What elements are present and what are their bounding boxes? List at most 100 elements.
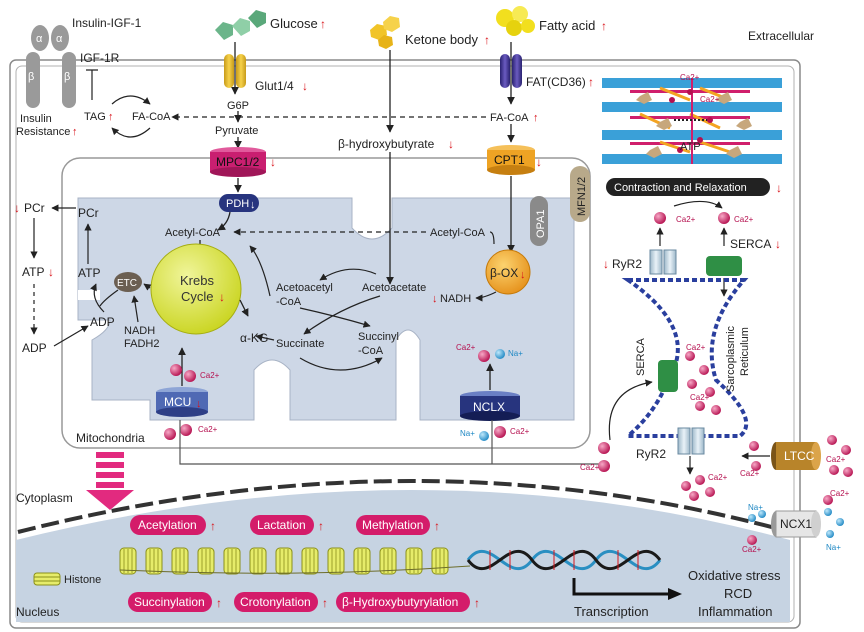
na-label: Na+ <box>460 429 475 438</box>
na-ion-icon <box>479 431 489 441</box>
fat-cd36-up-icon: ↑ <box>588 75 594 89</box>
igf1r-inhibit-line <box>86 69 98 100</box>
ca2-label: Ca2+ <box>676 215 696 224</box>
fat-cd36-label: FAT(CD36) <box>526 75 586 89</box>
ca-ion-icon <box>718 212 730 224</box>
rcd-label: RCD <box>724 586 752 601</box>
acetyl-coa-right-label: Acetyl-CoA <box>430 227 486 239</box>
ca-ion-icon <box>170 364 182 376</box>
mpc-label: MPC1/2 <box>216 155 260 169</box>
succinylation-label: Succinylation <box>134 595 205 609</box>
contraction-badge <box>606 178 770 196</box>
ca-ion-icon <box>823 495 833 505</box>
ca-ion-icon <box>749 441 759 451</box>
pcr-in-label: PCr <box>78 206 99 220</box>
mitochondrion-cristae <box>77 197 575 421</box>
ca-ion-icon <box>478 350 490 362</box>
acetoacetate-label: Acetoacetate <box>362 282 426 294</box>
succinyl-label-1: Succinyl <box>358 331 399 343</box>
na-ion-icon <box>824 508 832 516</box>
krebs-down-icon: ↓ <box>219 290 225 304</box>
fa-coa-right-up-icon: ↑ <box>533 112 539 124</box>
nucleus-label: Nucleus <box>16 605 59 619</box>
acetylation-pill <box>130 515 206 535</box>
acetyl-coa-left-label: Acetyl-CoA <box>165 227 221 239</box>
mcu-down-icon: ↓ <box>196 398 202 410</box>
succinyl-label-2: -CoA <box>358 345 384 357</box>
succinate-label: Succinate <box>276 338 324 350</box>
bhb-label: β-hydroxybutyrate <box>338 137 435 151</box>
ca2-label: Ca2+ <box>580 463 600 472</box>
fa-coa-left-label: FA-CoA <box>132 111 171 123</box>
fat-cd36-transporter <box>500 54 522 88</box>
ca-ion-icon <box>184 370 196 382</box>
ca-ion-icon <box>687 379 697 389</box>
sarcoplasmic-label-1: Sarcoplasmic <box>725 325 737 392</box>
serca-top-pump <box>706 256 742 276</box>
crotonylation-pill <box>234 592 318 612</box>
serca-top-label: SERCA <box>730 237 771 251</box>
ca2-label: Ca2+ <box>456 343 476 352</box>
lactation-up-icon: ↑ <box>318 519 324 533</box>
svg-text:β: β <box>64 71 70 83</box>
ca-ion-icon <box>654 212 666 224</box>
ca-ion-icon <box>695 401 705 411</box>
svg-text:α: α <box>56 33 63 45</box>
opa1-label: OPA1 <box>535 209 547 238</box>
nucleus-envelope-dash <box>17 479 791 534</box>
nadh-down-icon: ↓ <box>432 293 438 305</box>
chromatin-strand <box>119 565 471 574</box>
nclx-channel <box>460 391 520 421</box>
na-ion-icon <box>748 514 756 522</box>
succinylation-up-icon: ↑ <box>216 596 222 610</box>
ca2-label: Ca2+ <box>826 455 846 464</box>
na-ion-icon <box>495 349 505 359</box>
cpt1-transporter <box>487 145 535 175</box>
ca-ion-icon <box>598 460 610 472</box>
ca-ion-icon <box>829 465 839 475</box>
krebs-label-2: Cycle <box>181 289 214 304</box>
pdh-down-icon: ↓ <box>250 199 256 211</box>
na-ion-icon <box>826 530 834 538</box>
dna-helix-icon <box>466 550 662 570</box>
ca2-label: Ca2+ <box>510 427 530 436</box>
svg-text:α: α <box>36 33 43 45</box>
na-ion-icon <box>758 510 766 518</box>
ca-ion-icon <box>494 426 506 438</box>
ca-ion-icon <box>705 387 715 397</box>
insulin-igf-label: Insulin-IGF-1 <box>72 16 142 30</box>
ca2-label: Ca2+ <box>200 371 220 380</box>
fatty-acid-molecule-icon <box>496 6 535 36</box>
serca-top-down-icon: ↓ <box>775 237 781 251</box>
opa1-protein <box>530 196 548 246</box>
ca-ion-icon <box>689 491 699 501</box>
sarcomere <box>598 70 788 174</box>
ryr2-top-channel <box>649 249 677 275</box>
ltcc-channel <box>771 442 821 470</box>
glucose-up-icon: ↑ <box>320 17 326 31</box>
crotonylation-up-icon: ↑ <box>322 596 328 610</box>
etc-complex <box>114 272 142 292</box>
bhb-down-icon: ↓ <box>448 137 454 151</box>
glut-label: Glut1/4 <box>255 79 294 93</box>
adp-in-label: ADP <box>90 315 115 329</box>
mfn-label: MFN1/2 <box>576 177 588 216</box>
na-label: Na+ <box>508 349 523 358</box>
methylation-up-icon: ↑ <box>434 519 440 533</box>
ca2-label: Ca2+ <box>198 425 218 434</box>
ca-ion-icon <box>164 428 176 440</box>
ca2-label: Ca2+ <box>680 73 700 82</box>
mfn-protein <box>570 166 590 222</box>
pdh-label: PDH <box>226 198 249 210</box>
acetoacetyl-label-2: -CoA <box>276 296 302 308</box>
ca-ion-icon <box>705 487 715 497</box>
ca-ion-icon <box>699 365 709 375</box>
ca-ion-icon <box>843 467 853 477</box>
extracellular-label: Extracellular <box>748 29 814 43</box>
oxidative-label: Oxidative stress <box>688 568 781 583</box>
ca-ion-icon <box>681 481 691 491</box>
serca-left-label: SERCA <box>635 337 647 376</box>
ncx1-label: NCX1 <box>780 517 812 531</box>
svg-text:β: β <box>28 71 34 83</box>
na-label: Na+ <box>748 503 763 512</box>
